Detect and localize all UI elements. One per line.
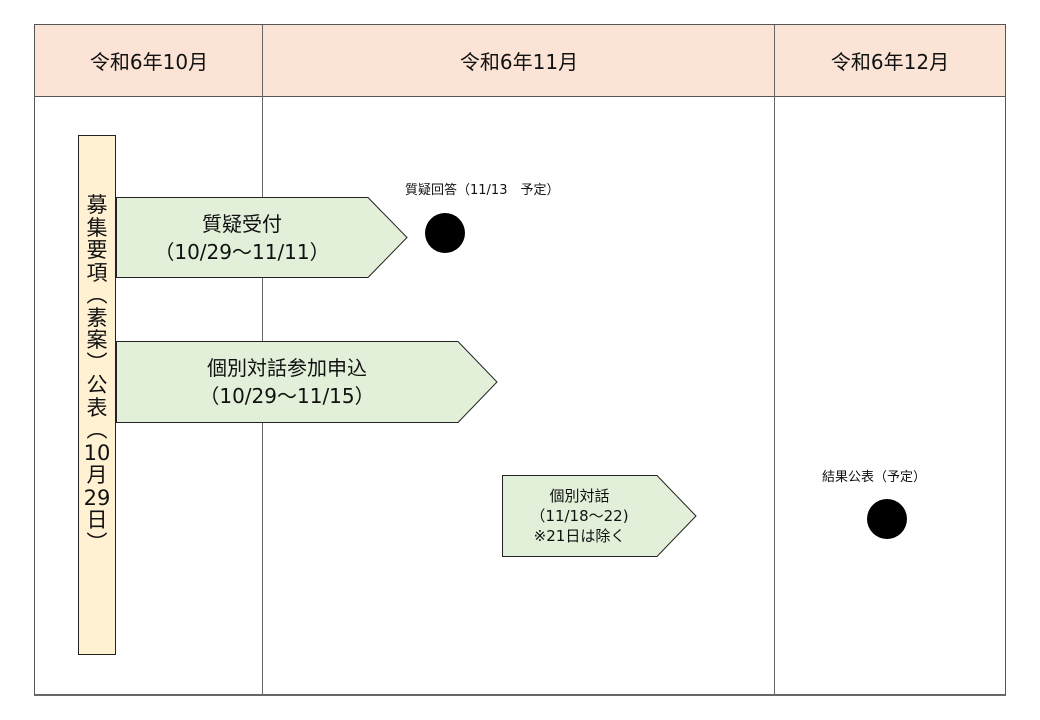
bar-char: ︶	[86, 350, 108, 375]
arrow-title: 個別対話	[549, 487, 610, 505]
bar-char: 項	[86, 260, 108, 285]
header-label: 令和6年12月	[830, 50, 950, 74]
bar-char: 案	[86, 328, 108, 352]
bar-char: 素	[86, 305, 108, 330]
header-month-october: 令和6年10月	[35, 25, 263, 97]
bar-char: ︶	[86, 530, 108, 555]
arrow-dialogue-application: 個別対話参加申込 （10/29〜11/15）	[116, 341, 499, 424]
arrow-period: （10/29〜11/15）	[199, 384, 375, 408]
bar-char: 29	[83, 485, 111, 510]
bar-char: ︵	[86, 418, 108, 442]
header-month-december: 令和6年12月	[775, 25, 1005, 97]
bar-char: 月	[86, 463, 108, 487]
bar-char: 募	[86, 193, 108, 217]
bar-char: 集	[86, 215, 108, 240]
header-month-november: 令和6年11月	[263, 25, 775, 97]
arrow-period: （10/29〜11/11）	[154, 239, 330, 264]
arrow-title: 個別対話参加申込	[207, 356, 367, 380]
arrow-note: ※21日は除く	[533, 527, 626, 545]
arrow-title: 質疑受付	[202, 211, 282, 236]
bar-char: 表	[86, 395, 108, 420]
arrow-shape	[116, 341, 498, 423]
arrow-shape	[502, 475, 697, 557]
arrow-shape	[116, 197, 408, 278]
bar-char: 公	[86, 373, 108, 397]
arrow-individual-dialogue: 個別対話 （11/18〜22) ※21日は除く	[502, 475, 698, 558]
arrow-question-reception: 質疑受付 （10/29〜11/11）	[116, 197, 409, 279]
bar-char: 日	[86, 508, 108, 532]
bar-char: 要	[86, 238, 108, 262]
milestone-dot-icon	[425, 213, 465, 253]
arrow-period: （11/18〜22)	[530, 507, 629, 525]
bar-char: 10	[83, 440, 111, 465]
column-divider	[774, 25, 775, 694]
publication-bar: 募 集 要 項 ︵ 素 案 ︶ 公 表 ︵ 10 月 29 日 ︶	[78, 135, 116, 655]
header-label: 令和6年10月	[89, 50, 209, 74]
milestone-label-result: 結果公表（予定）	[822, 470, 927, 485]
milestone-dot-icon	[867, 499, 907, 539]
bar-char: ︵	[86, 283, 108, 307]
schedule-table: 令和6年10月 令和6年11月 令和6年12月	[34, 24, 1006, 696]
milestone-label-answer: 質疑回答（11/13 予定）	[405, 183, 560, 198]
header-label: 令和6年11月	[459, 50, 579, 74]
